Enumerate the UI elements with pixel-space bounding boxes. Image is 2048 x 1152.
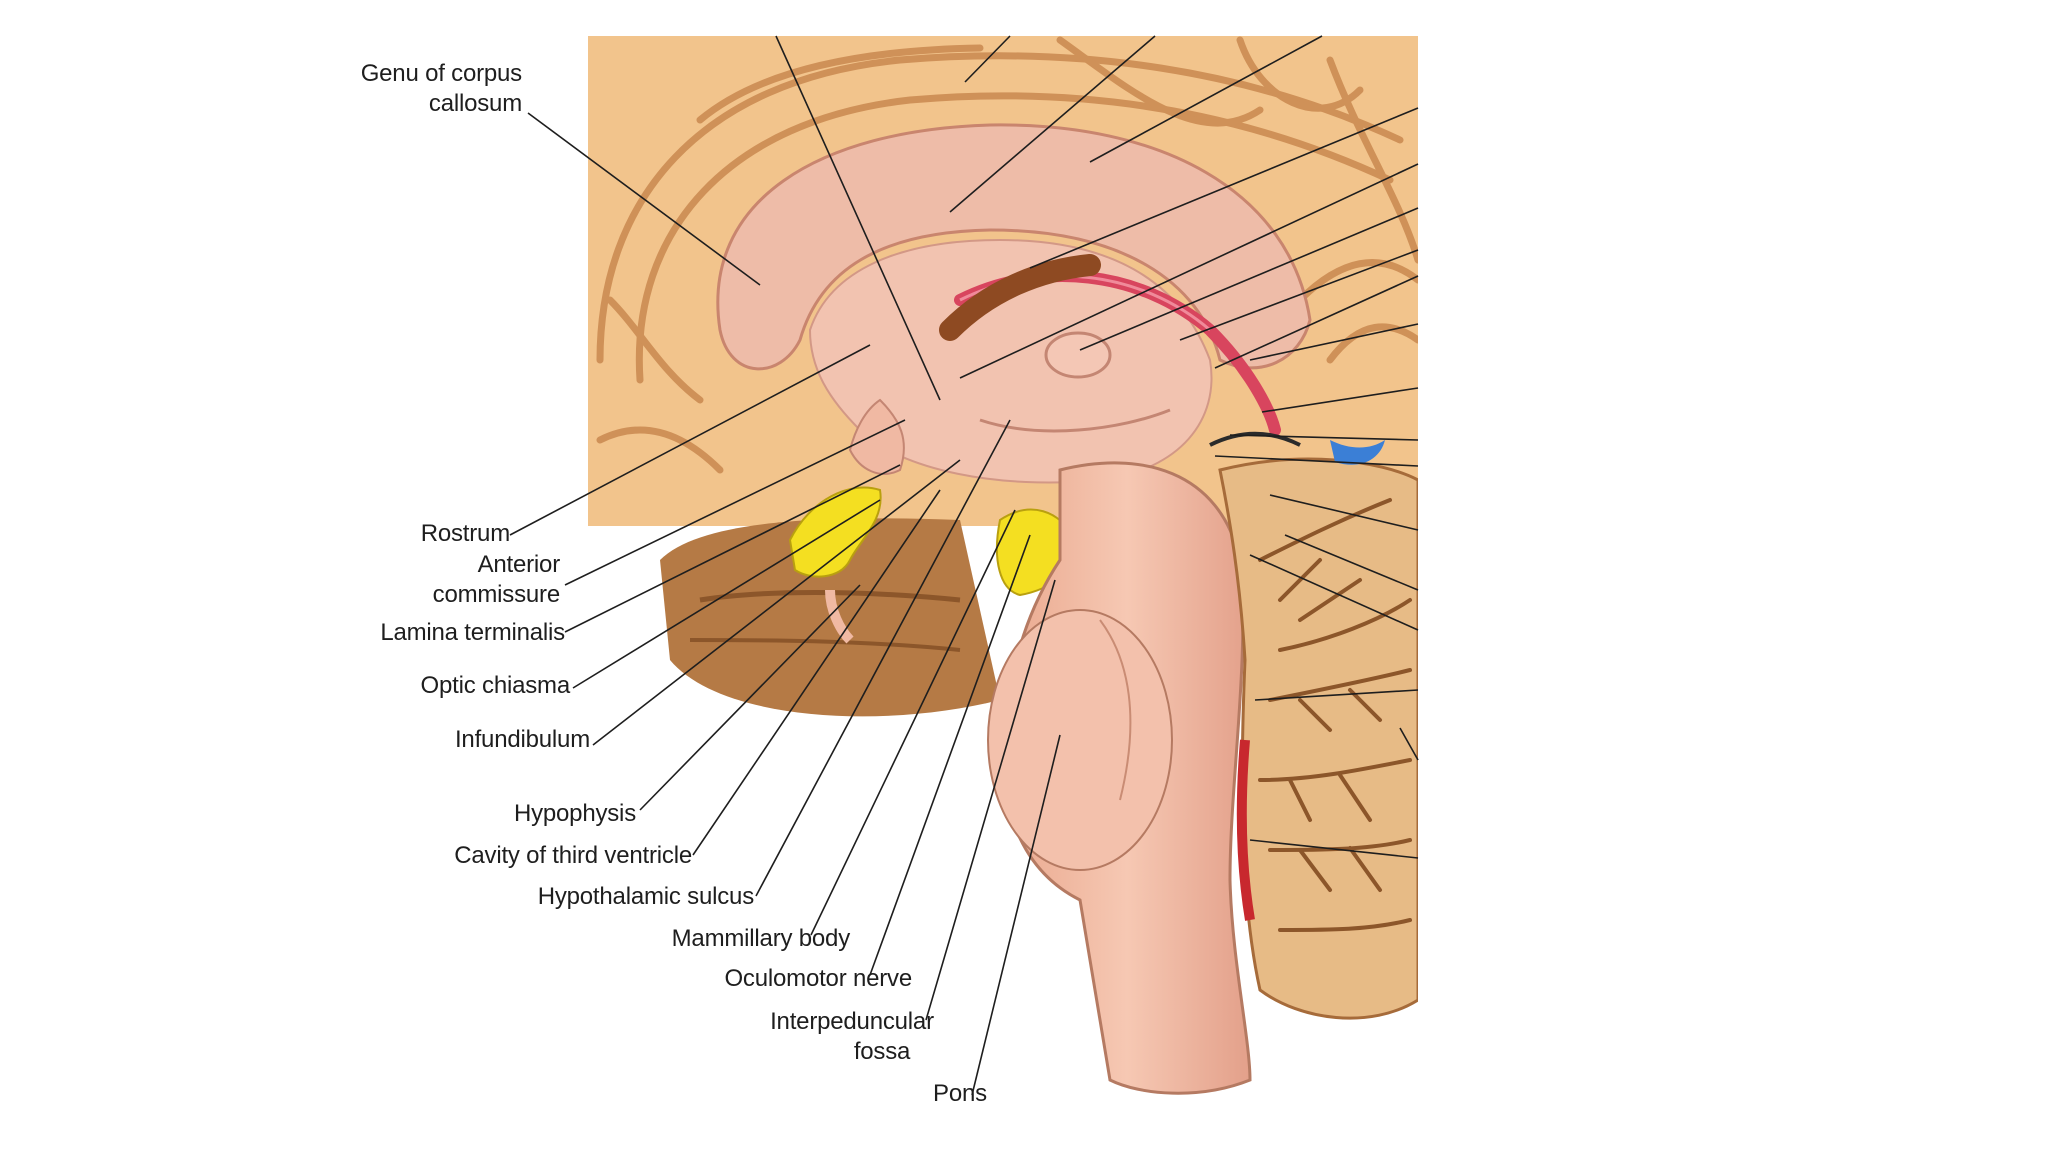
hypophysis-shape [788,486,882,578]
cortex-gyri [596,36,1418,474]
temporal-region [660,518,1000,717]
leader-lines-left [509,112,1061,1096]
label-genu-of-corpus-callosum: Genu of corpus callosum [316,59,523,119]
label-hypophysis: Hypophysis [513,800,636,827]
cerebellum [1218,457,1418,1020]
label-interpeduncular-fossa: Interpeduncular fossa [752,1007,952,1067]
leader-lines-right [775,35,1419,859]
anatomy-illustration [588,36,1418,1095]
label-anterior-line1: Anterior [477,551,561,578]
label-cavity-of-third-ventricle: Cavity of third ventricle [454,842,692,869]
label-genu-line1: Genu of corpus [360,60,523,87]
label-interpeduncular-line2: fossa [853,1038,911,1065]
label-anterior-commissure: Anterior commissure [380,550,561,610]
label-hypothalamic-sulcus: Hypothalamic sulcus [537,883,754,910]
label-interpeduncular-line1: Interpeduncular [770,1008,934,1035]
label-genu-line2: callosum [428,90,522,117]
label-infundibulum: Infundibulum [454,726,590,753]
arbor-vitae [1258,498,1412,932]
label-anterior-line2: commissure [432,581,561,608]
label-rostrum: Rostrum [420,520,510,547]
fourth-ventricle-accent [1330,440,1385,465]
label-pons: Pons [933,1080,987,1107]
interthalamic-adhesion [1044,331,1112,379]
pons-shape [987,609,1173,871]
label-mammillary-body: Mammillary body [671,925,851,952]
label-lamina-terminalis: Lamina terminalis [380,619,565,646]
label-optic-chiasma: Optic chiasma [420,672,571,699]
optic-chiasma-shape [848,398,905,475]
label-oculomotor-nerve: Oculomotor nerve [724,965,912,992]
